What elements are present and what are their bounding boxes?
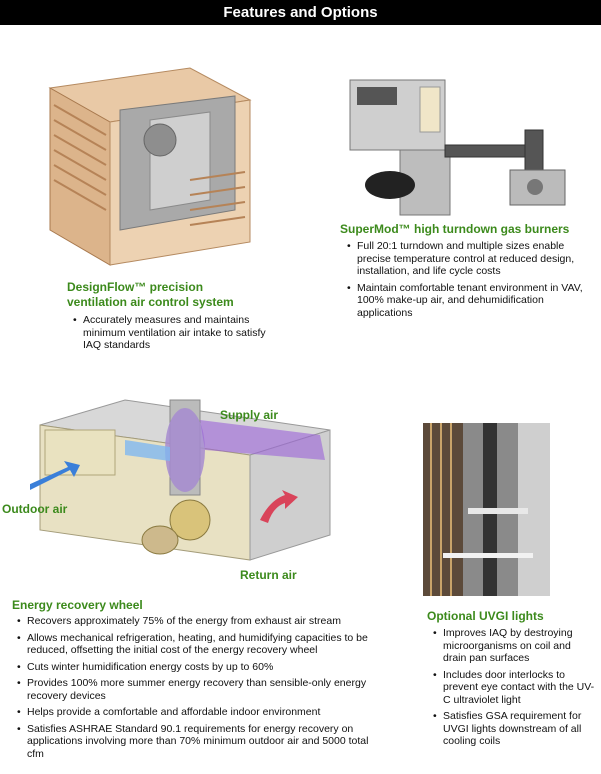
list-item: Improves IAQ by destroying microorganism… [430, 627, 595, 665]
list-item: Satisfies GSA requirement for UVGI light… [430, 710, 595, 748]
list-item: Maintain comfortable tenant environment … [344, 282, 594, 320]
list-item: Provides 100% more summer energy recover… [14, 677, 374, 702]
supermod-bullets: Full 20:1 turndown and multiple sizes en… [344, 240, 594, 323]
list-item: Full 20:1 turndown and multiple sizes en… [344, 240, 594, 278]
supply-air-label: Supply air [220, 408, 279, 422]
energy-title: Energy recovery wheel [12, 598, 143, 612]
list-item: Helps provide a comfortable and affordab… [14, 706, 374, 719]
supermod-title: SuperMod™ high turndown gas burners [340, 222, 570, 236]
designflow-title-line2: ventilation air control system [67, 295, 234, 309]
list-item: Cuts winter humidification energy costs … [14, 661, 374, 674]
supermod-heading: SuperMod™ high turndown gas burners [340, 222, 600, 237]
uvgi-title: Optional UVGI lights [427, 609, 544, 623]
designflow-illustration [48, 67, 252, 266]
page-header: Features and Options [0, 0, 601, 25]
energy-heading: Energy recovery wheel [12, 598, 262, 613]
energy-bullets: Recovers approximately 75% of the energy… [14, 615, 374, 764]
gas-burner-illustration [349, 79, 566, 216]
outdoor-air-label: Outdoor air [2, 502, 68, 516]
list-item: Recovers approximately 75% of the energy… [14, 615, 374, 628]
designflow-bullets: Accurately measures and maintains minimu… [70, 314, 280, 356]
energy-recovery-illustration [30, 399, 331, 561]
page-title: Features and Options [223, 4, 378, 21]
list-item: Includes door interlocks to prevent eye … [430, 669, 595, 707]
uvgi-bullets: Improves IAQ by destroying microorganism… [430, 627, 595, 752]
uvgi-lights-photo [423, 423, 550, 596]
list-item: Allows mechanical refrigeration, heating… [14, 632, 374, 657]
return-air-label: Return air [240, 568, 297, 582]
designflow-title-line1: DesignFlow™ precision [67, 280, 204, 294]
list-item: Accurately measures and maintains minimu… [70, 314, 280, 352]
uvgi-heading: Optional UVGI lights [427, 609, 597, 624]
designflow-heading: DesignFlow™ precision ventilation air co… [67, 280, 297, 310]
list-item: Satisfies ASHRAE Standard 90.1 requireme… [14, 723, 374, 761]
